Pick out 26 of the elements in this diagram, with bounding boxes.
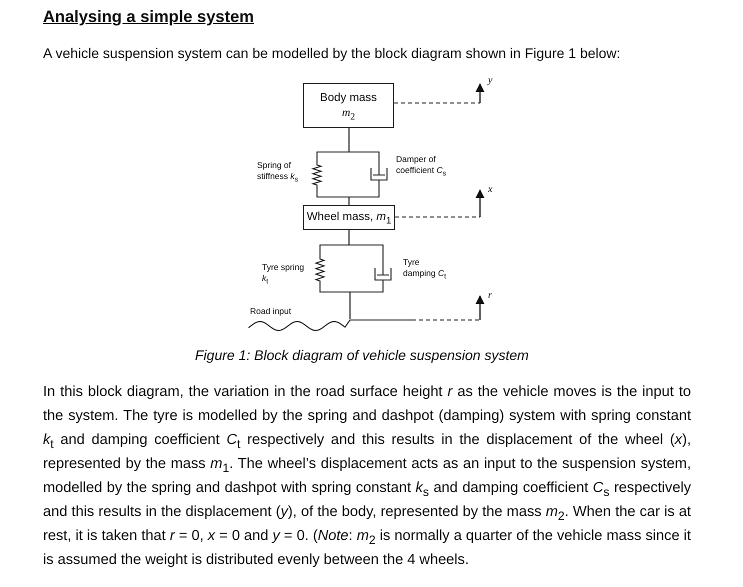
component-label: Damper of coefficient C$_{s}$ — [396, 154, 448, 176]
road-profile — [248, 319, 412, 332]
axis-label: x — [488, 184, 492, 195]
math-symbol: m$_{2}$ — [342, 106, 356, 120]
axis-label: y — [488, 75, 492, 86]
connector-line — [348, 184, 380, 205]
intro-text: A vehicle suspension system can be modelled by the block diagram shown in Figure 1 below: — [43, 45, 622, 61]
spring-symbol — [315, 256, 325, 284]
connector-line — [348, 230, 384, 264]
component-label: Tyre damping C$_{t}$ — [403, 257, 448, 279]
component-label: Spring of stiffness k$_{s}$ — [257, 160, 300, 182]
axis-label: r — [488, 290, 492, 301]
connector-line — [349, 284, 384, 319]
component-label: Tyre spring k$_{t}$ — [262, 262, 306, 284]
figure-caption: Figure 1: Block diagram of vehicle suspension system — [195, 347, 529, 363]
mass-block — [303, 83, 394, 128]
block-label: Wheel mass, m$_{1}$ — [306, 210, 392, 225]
heading: Analysing a simple system — [43, 8, 254, 27]
damper-symbol — [370, 164, 388, 184]
damper-symbol — [374, 264, 392, 284]
block-label: Body mass — [320, 90, 377, 106]
connector-line — [348, 128, 380, 164]
mass-block — [303, 205, 395, 230]
body-paragraph: In this block diagram, the variation in the road surface height r as the vehicle moves is the input to the system. The tyre is modelled by the spring and dashpot (damping) system with spring constant k$_{t}$ and damping coefficient C$_{t}$ respectively and this results in the displacement of the wheel (x), represented by the mass m$_{1}$. The wheel’s displacement acts as an input to the suspension system, modelled by the spring and dashpot with spring constant k$_{s}$ and damping coefficient C$_{s}$ respectively and this results in the displacement (y), of the body, represented by the mass m$_{2}$. When the car is at rest, it is taken that r = 0, x = 0 and y = 0. (Note: m$_{2}$ is normally a quarter of the vehicle mass since it is assumed the weight is distributed evenly between the 4 wheels. — [43, 383, 691, 570]
component-label: Road input — [250, 306, 292, 317]
spring-symbol — [312, 162, 322, 188]
